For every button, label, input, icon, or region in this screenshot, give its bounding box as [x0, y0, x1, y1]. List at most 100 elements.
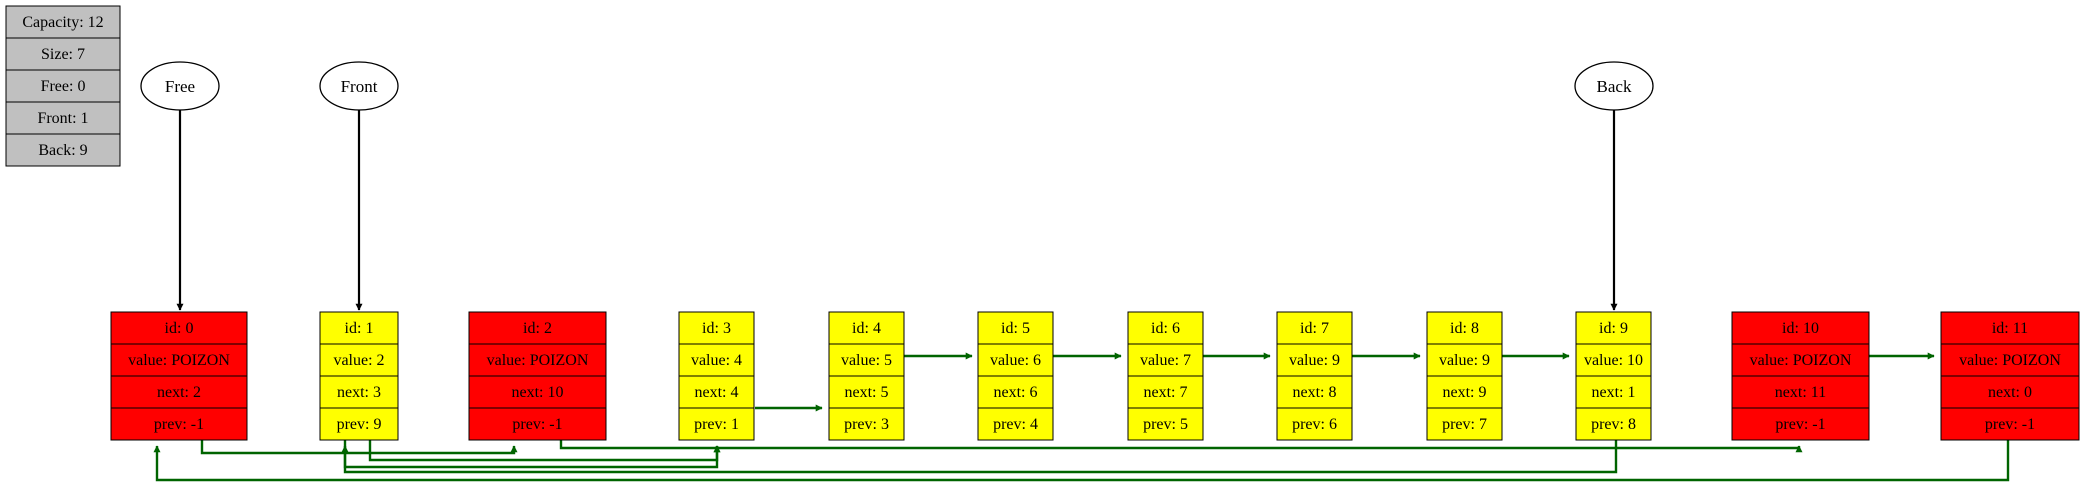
node-cell	[977, 343, 1054, 377]
node-value: value: 7	[1140, 352, 1191, 369]
node-value: value: 4	[691, 352, 742, 369]
node-id: id: 3	[702, 320, 731, 337]
info-text: Free: 0	[41, 78, 86, 95]
node-prev: prev: -1	[1775, 416, 1825, 433]
node-cell	[828, 407, 905, 441]
node-cell	[319, 343, 399, 377]
node-cell	[110, 343, 248, 377]
info-cell	[5, 133, 121, 167]
node-cell	[1940, 407, 2080, 441]
node-value: value: POIZON	[1750, 352, 1852, 369]
link-arrow	[341, 440, 1618, 474]
node-value: value: 5	[841, 352, 892, 369]
node-cell	[1127, 311, 1204, 345]
node-cell	[1731, 407, 1870, 441]
node-id: id: 0	[165, 320, 194, 337]
info-text: Front: 1	[37, 110, 88, 127]
node-cell	[977, 311, 1054, 345]
node-value: value: 6	[990, 352, 1041, 369]
node-cell	[1731, 375, 1870, 409]
node-cell	[1731, 343, 1870, 377]
info-cell	[5, 101, 121, 135]
node-prev: prev: 7	[1442, 416, 1487, 433]
nodes-layer: id: 0 value: POIZON next: 2 prev: -1 id: 1 va…	[110, 311, 2080, 441]
node-cell	[1426, 407, 1503, 441]
node-next: next: 3	[337, 384, 381, 401]
node-cell	[1575, 407, 1652, 441]
node-prev: prev: 8	[1591, 416, 1636, 433]
info-cell	[5, 69, 121, 103]
node-cell	[319, 407, 399, 441]
node-cell	[1127, 407, 1204, 441]
node-cell	[319, 311, 399, 345]
node-next: next: 2	[157, 384, 201, 401]
node-cell	[110, 311, 248, 345]
node-value: value: POIZON	[1959, 352, 2061, 369]
pointer-label: Front	[341, 77, 378, 96]
node-cell	[828, 375, 905, 409]
node-value: value: POIZON	[128, 352, 230, 369]
info-cell	[5, 37, 121, 71]
node-prev: prev: 3	[844, 416, 889, 433]
node-cell	[319, 375, 399, 409]
node-prev: prev: 1	[694, 416, 739, 433]
node-prev: prev: -1	[512, 416, 562, 433]
node-id: id: 6	[1151, 320, 1180, 337]
info-text: Size: 7	[41, 46, 85, 63]
node-prev: prev: 6	[1292, 416, 1337, 433]
node-next: next: 4	[695, 384, 739, 401]
node-cell	[678, 343, 755, 377]
node-0: id: 0 value: POIZON next: 2 prev: -1	[110, 311, 248, 441]
node-next: next: 5	[845, 384, 889, 401]
node-cell	[1276, 311, 1353, 345]
pointer-front: Front	[319, 61, 399, 311]
node-id: id: 10	[1782, 320, 1819, 337]
link-arrow	[368, 440, 721, 462]
node-cell	[977, 407, 1054, 441]
node-cell	[110, 407, 248, 441]
pointer-free: Free	[140, 61, 220, 311]
node-id: id: 9	[1599, 320, 1628, 337]
edges-layer	[153, 352, 2010, 482]
node-next: next: 7	[1144, 384, 1188, 401]
node-value: value: 9	[1289, 352, 1340, 369]
node-cell	[1575, 311, 1652, 345]
node-cell	[1426, 311, 1503, 345]
node-cell	[1127, 375, 1204, 409]
node-id: id: 2	[523, 320, 552, 337]
node-value: value: 10	[1584, 352, 1643, 369]
node-prev: prev: -1	[1985, 416, 2035, 433]
node-cell	[1276, 375, 1353, 409]
node-cell	[1575, 343, 1652, 377]
node-cell	[468, 311, 607, 345]
node-next: next: 1	[1592, 384, 1636, 401]
info-cell	[5, 5, 121, 39]
pointer-label: Free	[165, 77, 195, 96]
node-prev: prev: 4	[993, 416, 1038, 433]
node-id: id: 5	[1001, 320, 1030, 337]
node-cell	[1426, 343, 1503, 377]
link-arrow	[559, 440, 1803, 453]
link-arrow	[200, 440, 518, 455]
node-cell	[1276, 343, 1353, 377]
node-prev: prev: -1	[154, 416, 204, 433]
node-next: next: 8	[1293, 384, 1337, 401]
node-3: id: 3 value: 4 next: 4 prev: 1	[678, 311, 755, 441]
node-id: id: 1	[345, 320, 374, 337]
node-cell	[468, 407, 607, 441]
node-next: next: 10	[512, 384, 564, 401]
link-arrow	[153, 440, 2010, 482]
node-value: value: 2	[333, 352, 384, 369]
node-next: next: 9	[1443, 384, 1487, 401]
